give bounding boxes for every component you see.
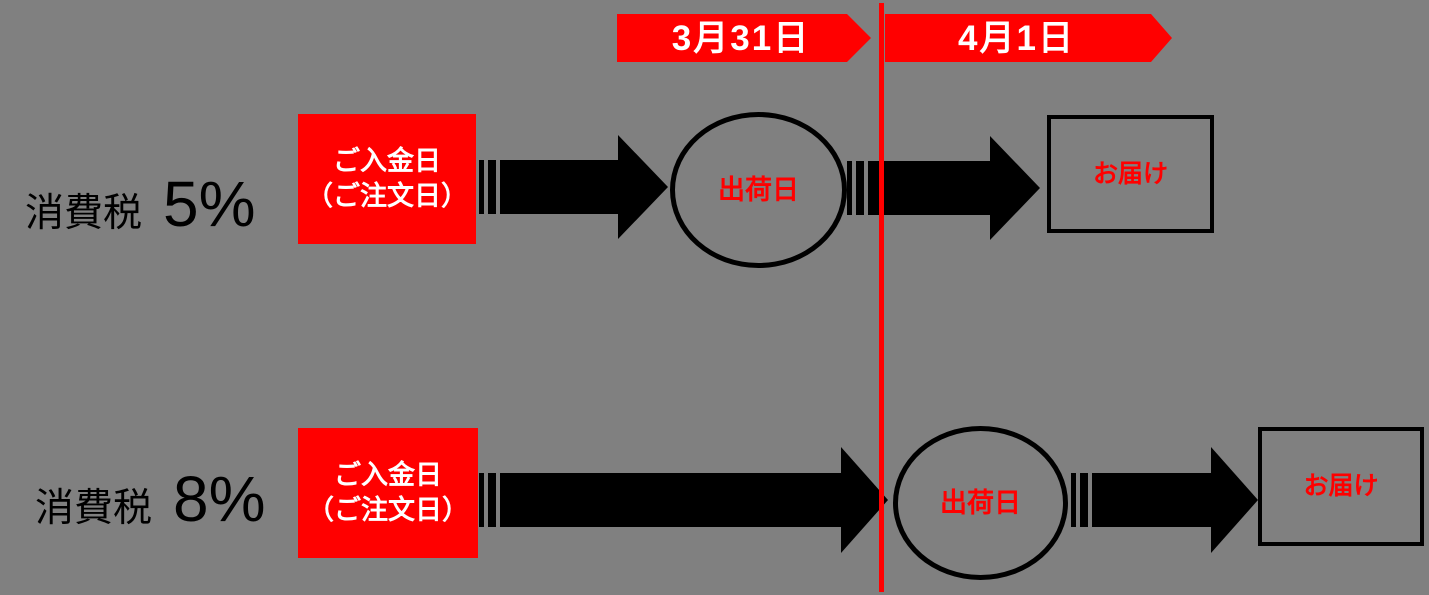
banner-april-1-label: 4月1日: [958, 18, 1075, 58]
arrow-stripe: [1071, 472, 1076, 528]
arrow-body: [1092, 472, 1211, 528]
arrow-head: [1211, 447, 1258, 553]
payment-line2: （ご注文日）: [306, 181, 468, 211]
arrow-body: [500, 160, 618, 214]
arrow-stripe: [856, 161, 864, 215]
tax-rate-value: 5%: [163, 168, 256, 240]
arrow-ship-to-delivery-row1: [847, 136, 1040, 240]
payment-line1: ご入金日: [333, 146, 441, 176]
shipping-circle-row2: 出荷日: [893, 426, 1068, 580]
tax-word: 消費税: [35, 487, 153, 530]
delivery-label: お届け: [1303, 472, 1379, 500]
arrow-ship-to-delivery-row2: [1071, 447, 1258, 553]
delivery-box-row1: お届け: [1047, 115, 1214, 233]
arrow-head: [618, 135, 668, 239]
arrow-payment-to-ship-row2: [479, 447, 888, 553]
delivery-box-row2: お届け: [1258, 427, 1424, 546]
shipping-label: 出荷日: [940, 487, 1021, 518]
payment-box-row2: ご入金日 （ご注文日）: [298, 428, 478, 558]
arrow-stripe: [479, 472, 484, 528]
arrow-stripe: [488, 472, 496, 528]
banner-march-31-label: 3月31日: [671, 18, 811, 58]
arrow-stripe: [479, 160, 484, 214]
arrow-head: [990, 136, 1040, 240]
arrow-body: [500, 472, 841, 528]
tax-rate-value: 8%: [173, 463, 266, 535]
arrow-body: [868, 161, 990, 215]
payment-box-row1: ご入金日 （ご注文日）: [298, 114, 476, 244]
arrow-stripe: [1080, 472, 1088, 528]
tax-rate-label-8pct: 消費税 8%: [35, 467, 266, 531]
tax-word: 消費税: [25, 192, 143, 235]
date-divider-line: [879, 3, 884, 592]
shipping-circle-row1: 出荷日: [670, 112, 847, 268]
payment-line1: ご入金日: [334, 460, 442, 490]
delivery-label: お届け: [1092, 159, 1168, 188]
arrow-stripe: [847, 161, 852, 215]
banner-march-31: 3月31日: [617, 14, 871, 62]
banner-april-1: 4月1日: [885, 14, 1172, 62]
arrow-stripe: [488, 160, 496, 214]
tax-rate-label-5pct: 消費税 5%: [25, 172, 256, 236]
shipping-label: 出荷日: [718, 174, 799, 205]
payment-line2: （ご注文日）: [307, 495, 469, 525]
arrow-payment-to-ship-row1: [479, 135, 668, 239]
